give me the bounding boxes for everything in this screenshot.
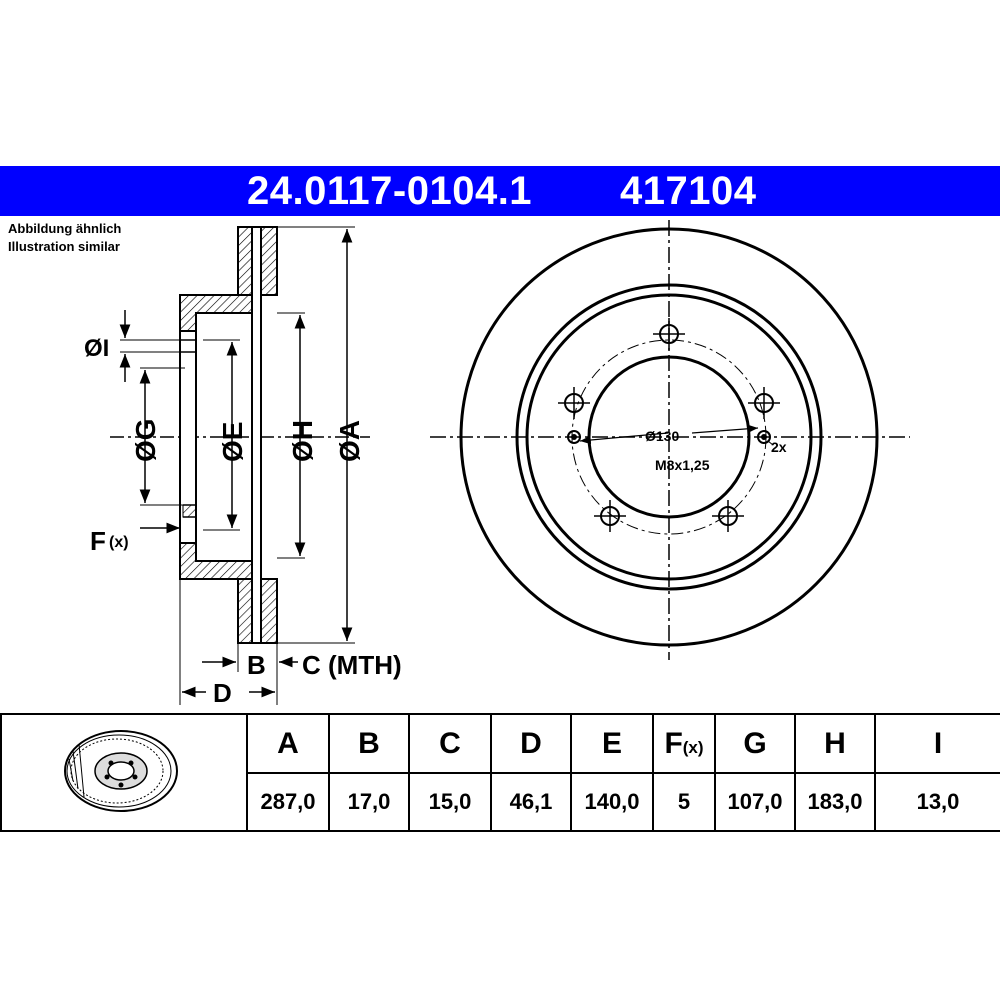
col-header-A: A <box>246 713 330 774</box>
brake-disc-thumbnail <box>64 729 178 812</box>
dim-G-label: ØG <box>130 418 161 462</box>
value-G: 107,0 <box>714 772 796 832</box>
col-header-F-letter: F <box>664 726 683 760</box>
spec-table: A B C D E F(x) G H I 287,0 17,0 15,0 46,… <box>0 713 1000 832</box>
note-german: Abbildung ähnlich <box>8 221 122 236</box>
col-header-B: B <box>328 713 410 774</box>
col-header-F-suffix: (x) <box>682 737 704 757</box>
value-A: 287,0 <box>246 772 330 832</box>
dim-D-label: D <box>213 678 232 708</box>
face-view: Ø130 M8x1,25 2x <box>430 220 910 660</box>
dim-C-label: C (MTH) <box>302 650 402 680</box>
thumbnail-cell <box>0 713 248 832</box>
value-I: 13,0 <box>874 772 1000 832</box>
thread-label: M8x1,25 <box>655 457 710 473</box>
dim-F-sub: (x) <box>109 534 129 551</box>
dim-E-label: ØE <box>217 422 248 462</box>
value-C: 15,0 <box>408 772 492 832</box>
col-header-D: D <box>490 713 572 774</box>
pcd-label: Ø130 <box>645 428 679 444</box>
note-english: Illustration similar <box>8 239 120 254</box>
technical-drawing: ØI ØG ØE ØH ØA F (x) B <box>84 220 910 708</box>
value-B: 17,0 <box>328 772 410 832</box>
col-header-E: E <box>570 713 654 774</box>
header-bar <box>0 166 1000 216</box>
col-header-C: C <box>408 713 492 774</box>
thread-count-label: 2x <box>771 439 787 455</box>
reference-number: 417104 <box>620 169 757 213</box>
hat-edge <box>525 293 813 581</box>
dim-F-label: F <box>90 526 106 556</box>
dim-H-label: ØH <box>287 420 318 462</box>
col-header-H: H <box>794 713 876 774</box>
outer-edge <box>459 227 879 647</box>
vent-channel <box>251 226 262 644</box>
col-header-I: I <box>874 713 1000 774</box>
value-E: 140,0 <box>570 772 654 832</box>
friction-inner-edge <box>515 283 823 591</box>
value-H: 183,0 <box>794 772 876 832</box>
part-number: 24.0117-0104.1 <box>247 169 533 213</box>
dim-I-label: ØI <box>84 335 109 362</box>
value-D: 46,1 <box>490 772 572 832</box>
col-header-F: F(x) <box>652 713 716 774</box>
value-F: 5 <box>652 772 716 832</box>
dim-A-label: ØA <box>334 420 365 462</box>
col-header-G: G <box>714 713 796 774</box>
section-view: ØI ØG ØE ØH ØA F (x) B <box>84 226 402 708</box>
dim-B-label: B <box>247 650 266 680</box>
